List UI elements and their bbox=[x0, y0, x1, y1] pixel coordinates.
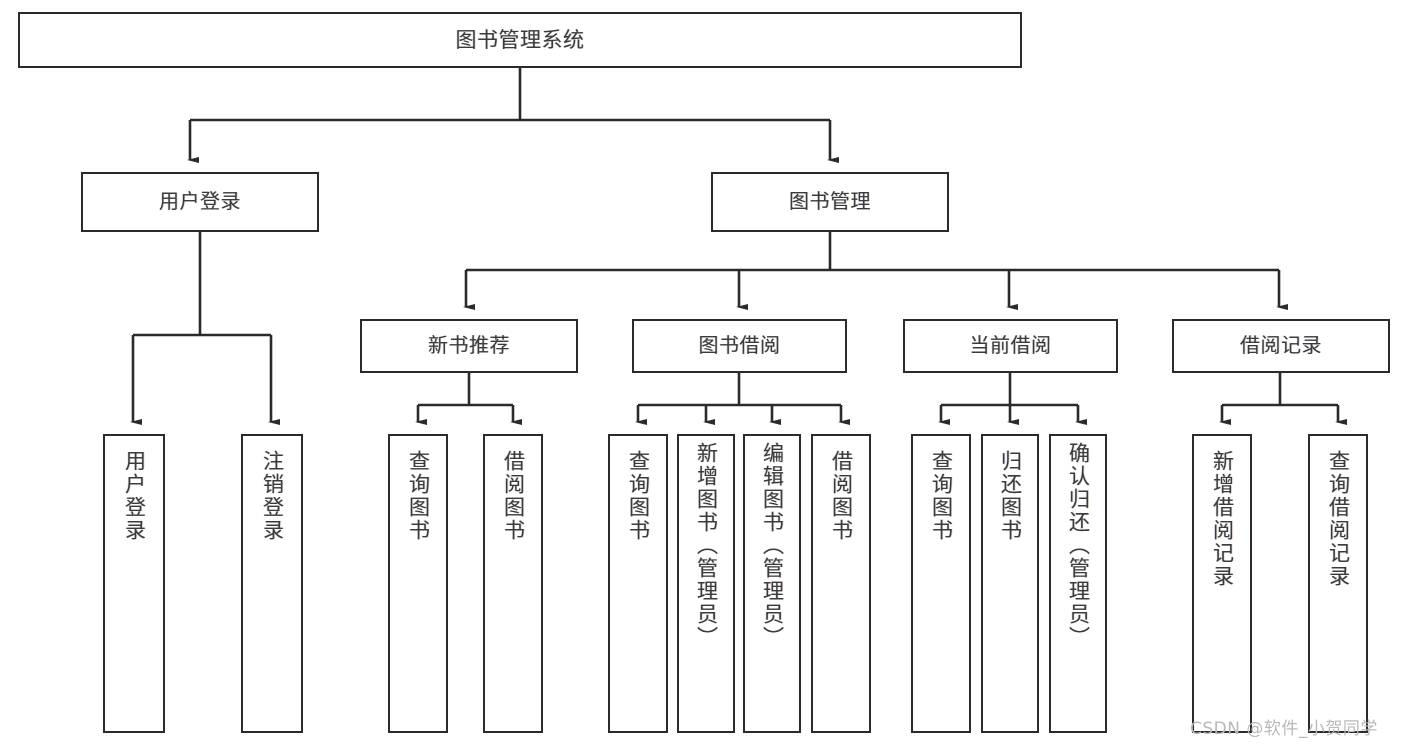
node-label: 图书管理 bbox=[789, 189, 871, 214]
leaf-borrow-book-recommend[interactable]: 借阅图书 bbox=[483, 434, 543, 733]
node-label: 归还图书 bbox=[998, 450, 1023, 542]
node-label: 图书借阅 bbox=[698, 333, 781, 358]
node-borrow-record[interactable]: 借阅记录 bbox=[1172, 319, 1390, 373]
leaf-confirm-return-admin[interactable]: 确认归还（管理员） bbox=[1049, 434, 1107, 733]
node-label: 查询图书 bbox=[406, 450, 431, 542]
node-label: 用户登录 bbox=[122, 450, 147, 542]
node-label: 确认归还（管理员） bbox=[1066, 442, 1091, 649]
leaf-query-book-borrow[interactable]: 查询图书 bbox=[608, 434, 668, 733]
node-label: 查询图书 bbox=[626, 450, 651, 542]
leaf-edit-book-admin[interactable]: 编辑图书（管理员） bbox=[743, 434, 801, 733]
leaf-return-book[interactable]: 归还图书 bbox=[981, 434, 1039, 733]
node-label: 当前借阅 bbox=[969, 333, 1052, 358]
node-label: 用户登录 bbox=[159, 189, 241, 214]
node-current-borrow[interactable]: 当前借阅 bbox=[903, 319, 1118, 373]
leaf-add-borrow-record[interactable]: 新增借阅记录 bbox=[1192, 434, 1252, 733]
node-label: 图书管理系统 bbox=[455, 27, 585, 52]
node-label: 注销登录 bbox=[260, 450, 285, 542]
leaf-borrow-book[interactable]: 借阅图书 bbox=[811, 434, 871, 733]
leaf-query-book-current[interactable]: 查询图书 bbox=[911, 434, 971, 733]
node-label: 借阅记录 bbox=[1240, 333, 1322, 358]
node-label: 新书推荐 bbox=[428, 333, 510, 358]
leaf-user-login[interactable]: 用户登录 bbox=[103, 434, 165, 733]
node-new-book-recommend[interactable]: 新书推荐 bbox=[360, 319, 578, 373]
leaf-add-book-admin[interactable]: 新增图书（管理员） bbox=[677, 434, 735, 733]
node-label: 编辑图书（管理员） bbox=[760, 442, 785, 649]
node-book-management[interactable]: 图书管理 bbox=[711, 172, 949, 232]
node-label: 查询借阅记录 bbox=[1326, 450, 1351, 588]
node-label: 借阅图书 bbox=[829, 450, 854, 542]
node-label: 新增图书（管理员） bbox=[694, 442, 719, 649]
node-user-login[interactable]: 用户登录 bbox=[81, 172, 319, 232]
node-label: 借阅图书 bbox=[501, 450, 526, 542]
leaf-logout[interactable]: 注销登录 bbox=[241, 434, 303, 733]
node-label: 查询图书 bbox=[929, 450, 954, 542]
node-label: 新增借阅记录 bbox=[1210, 450, 1235, 588]
node-book-borrow[interactable]: 图书借阅 bbox=[632, 319, 847, 373]
leaf-query-borrow-record[interactable]: 查询借阅记录 bbox=[1308, 434, 1368, 733]
node-root-book-management-system[interactable]: 图书管理系统 bbox=[18, 12, 1022, 68]
leaf-query-book-recommend[interactable]: 查询图书 bbox=[388, 434, 448, 733]
watermark-text: CSDN @软件_小贺同学 bbox=[1190, 719, 1378, 739]
